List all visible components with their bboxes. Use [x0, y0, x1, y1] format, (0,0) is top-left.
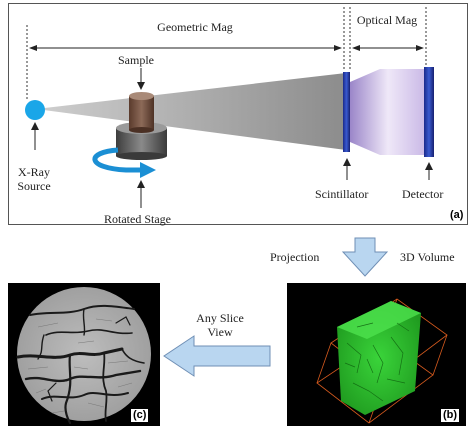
detector-label: Detector — [402, 187, 444, 201]
detector-plate — [424, 67, 434, 157]
panel-c — [8, 283, 160, 426]
panel-b — [287, 283, 466, 426]
xray-source-dot — [25, 100, 45, 120]
panel-a-tag: (a) — [448, 209, 466, 222]
sample-label: Sample — [118, 53, 154, 67]
geometric-mag-label: Geometric Mag — [157, 20, 233, 34]
rotated-stage-label: Rotated Stage — [104, 212, 171, 226]
scintillator-label: Scintillator — [315, 187, 369, 201]
optical-mag-label: Optical Mag — [356, 13, 418, 27]
slice-view-label: Any Slice View — [196, 311, 244, 339]
panel-b-tag: (b) — [441, 409, 460, 422]
projection-arrow — [341, 237, 389, 277]
sample-cylinder — [129, 96, 154, 130]
slice-image — [16, 287, 151, 425]
xray-beam — [36, 73, 346, 150]
xray-source-label: X-Ray Source — [17, 165, 51, 193]
volume-render — [316, 298, 448, 424]
projection-label: Projection — [270, 250, 320, 264]
scintillator-plate — [343, 72, 350, 152]
panel-c-tag: (c) — [131, 409, 149, 422]
volume-label: 3D Volume — [400, 250, 455, 264]
panel-a — [8, 3, 468, 225]
rotation-arrow — [92, 147, 142, 173]
optics-lens — [350, 69, 426, 155]
slice-view-arrow — [163, 335, 271, 377]
